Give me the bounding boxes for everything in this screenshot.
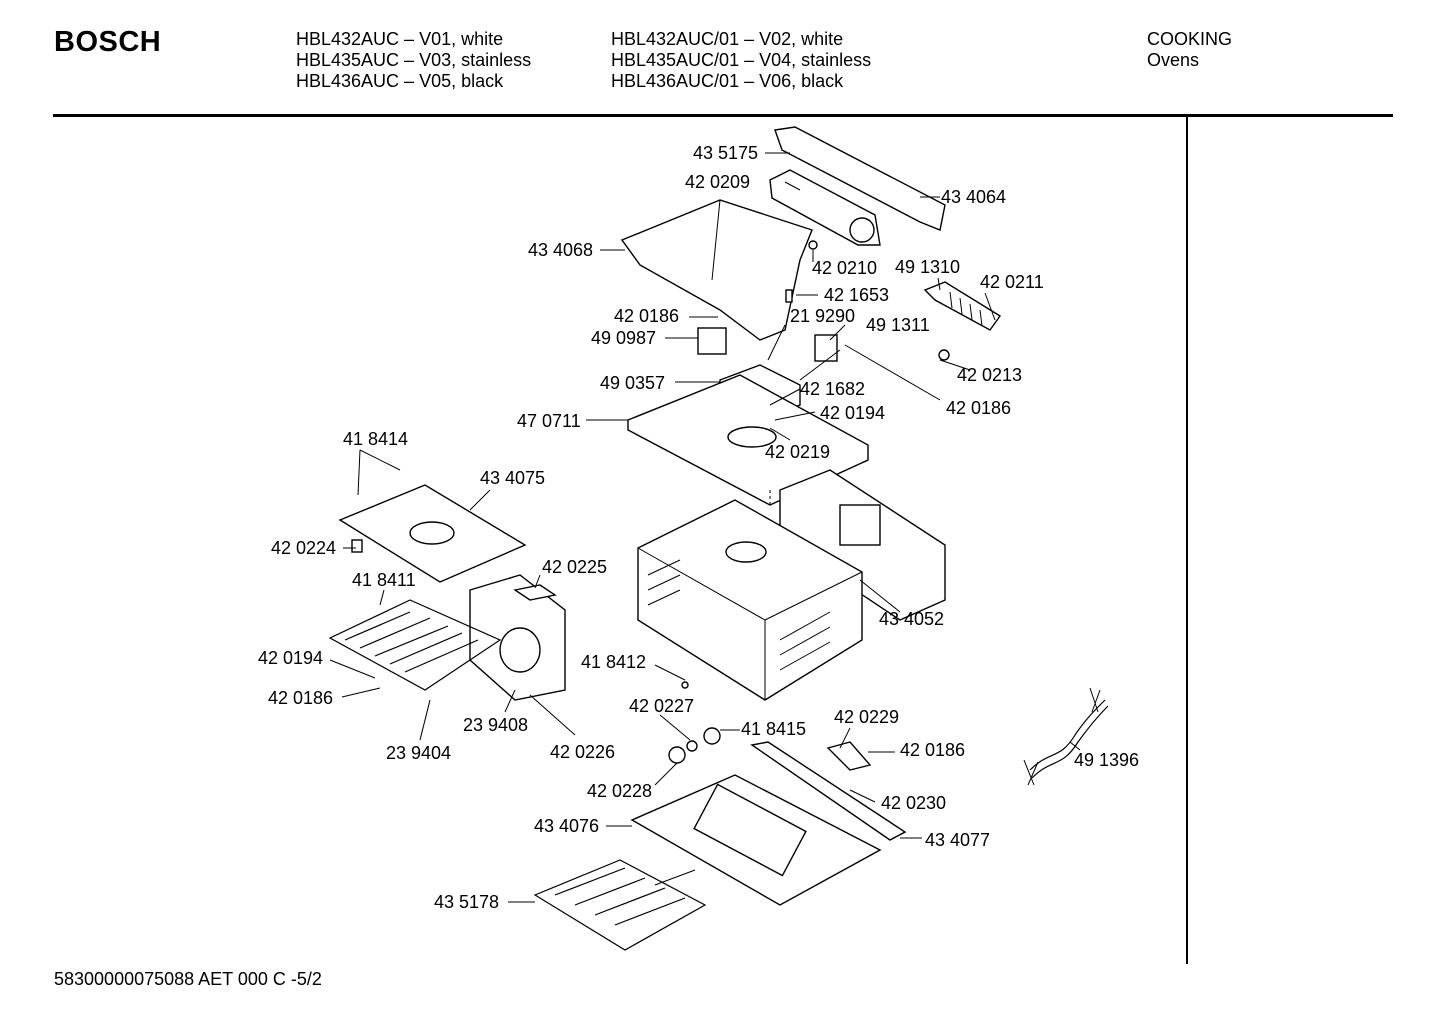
category-line: COOKING [1147,29,1233,49]
part-label: 41 8412 [581,652,646,672]
part-label: 41 8414 [343,429,408,449]
part-label: 42 0186 [946,398,1011,418]
model-line: HBL435AUC – V03, stainless [296,50,532,70]
category-line: Ovens [1147,50,1200,70]
part-label: 42 1653 [824,285,889,305]
part-label: 43 4064 [941,187,1006,207]
fan-hub [849,217,875,243]
part-label: 42 0211 [980,272,1044,292]
part-label: 47 0711 [517,411,581,431]
part-labels: 43 5175 42 0209 43 4064 43 4068 42 0210 … [258,143,1139,912]
part-label: 42 0186 [900,740,965,760]
models-list-left: HBL432AUC – V01, white HBL435AUC – V03, … [296,29,531,92]
part-label: 41 8411 [352,570,416,590]
duct-housing [620,199,813,341]
document-footer: 58300000075088 AET 000 C -5/2 [54,969,322,989]
part-label: 43 4052 [879,609,944,629]
part-label: 42 0209 [685,172,750,192]
part-label: 42 0226 [550,742,615,762]
part-label: 42 0210 [812,258,877,278]
part-label: 43 4076 [534,816,599,836]
part-label: 42 0228 [587,781,652,801]
part-label: 43 4075 [480,468,545,488]
part-label: 43 5178 [434,892,499,912]
part-label: 49 1396 [1074,750,1139,770]
part-label: 43 5175 [693,143,758,163]
part-label: 49 0987 [591,328,656,348]
model-line: HBL436AUC/01 – V06, black [611,71,844,91]
part-label: 42 0194 [258,648,323,668]
part-label: 42 0213 [957,365,1022,385]
part-label: 42 1682 [800,379,865,399]
part-label: 23 9404 [386,743,451,763]
part-label: 42 0229 [834,707,899,727]
part-label: 23 9408 [463,715,528,735]
part-label: 43 4077 [925,830,990,850]
part-label: 49 1310 [895,257,960,277]
bracket-top [774,126,946,231]
part-label: 43 4068 [528,240,593,260]
part-label: 42 0225 [542,557,607,577]
part-label: 42 0224 [271,538,336,558]
leader-lines [329,152,1081,903]
part-label: 21 9290 [790,306,855,326]
models-list-right: HBL432AUC/01 – V02, white HBL435AUC/01 –… [611,29,871,92]
part-drawings [328,126,1109,951]
category-block: COOKING Ovens [1147,29,1232,71]
model-line: HBL432AUC – V01, white [296,29,504,49]
vertical-divider [1186,116,1188,964]
model-line: HBL435AUC/01 – V04, stainless [611,50,872,70]
model-line: HBL432AUC/01 – V02, white [611,29,844,49]
header-rule [53,114,1393,117]
part-label: 42 0219 [765,442,830,462]
part-label: 49 0357 [600,373,665,393]
brand-logo: BOSCH [54,26,162,58]
part-label: 42 0230 [881,793,946,813]
part-label: 42 0227 [629,696,694,716]
model-line: HBL436AUC – V05, black [296,71,504,91]
part-label: 42 0186 [268,688,333,708]
part-label: 42 0194 [820,403,885,423]
part-label: 49 1311 [866,315,930,335]
part-label: 42 0186 [614,306,679,326]
part-label: 41 8415 [741,719,806,739]
